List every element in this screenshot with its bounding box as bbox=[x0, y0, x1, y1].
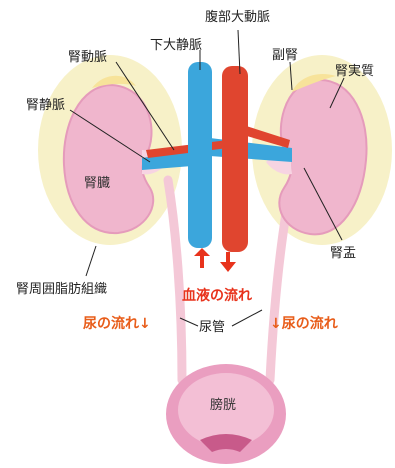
label-urine-flow-right: ↓尿の流れ bbox=[270, 317, 338, 332]
leader-ureter-right bbox=[232, 310, 262, 326]
label-blood-flow: 血液の流れ bbox=[182, 289, 252, 304]
aorta-vessel bbox=[222, 66, 248, 252]
label-adrenal: 副腎 bbox=[272, 48, 298, 63]
label-ureter: 尿管 bbox=[199, 320, 225, 335]
label-renal-pelvis: 腎盂 bbox=[330, 246, 356, 261]
label-perirenal-tissue: 腎周囲脂肪組織 bbox=[16, 282, 107, 297]
ureter-left bbox=[168, 180, 182, 380]
up-arrow-icon bbox=[194, 248, 210, 268]
label-renal-parenchyma: 腎実質 bbox=[335, 64, 374, 79]
ivc-vessel bbox=[188, 62, 212, 248]
label-kidney: 腎臓 bbox=[84, 176, 110, 191]
down-arrow-icon bbox=[220, 252, 236, 272]
leader-perirenal bbox=[86, 246, 96, 276]
kidney-left-shape bbox=[64, 85, 153, 233]
label-ivc: 下大静脈 bbox=[150, 38, 202, 53]
label-aorta: 腹部大動脈 bbox=[205, 10, 270, 25]
label-bladder: 膀胱 bbox=[210, 398, 236, 413]
label-urine-flow-left: 尿の流れ↓ bbox=[83, 317, 151, 332]
label-renal-vein: 腎静脈 bbox=[26, 98, 65, 113]
label-renal-artery: 腎動脈 bbox=[68, 50, 107, 65]
